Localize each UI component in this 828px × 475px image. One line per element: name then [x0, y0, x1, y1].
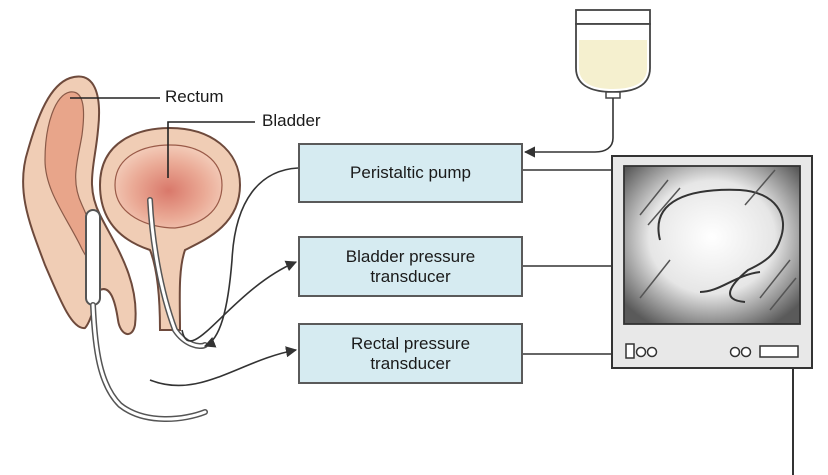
bladder-label: Bladder: [262, 111, 321, 130]
rectal-pressure-transducer-box: Rectal pressure transducer: [298, 323, 523, 384]
bladder-transducer-label-line1: Bladder pressure: [345, 246, 476, 266]
iv-bag-icon: [575, 9, 651, 99]
monitor-icon: [611, 155, 813, 475]
bladder-pressure-transducer-box: Bladder pressure transducer: [298, 236, 523, 297]
rectum-organ: [22, 75, 137, 335]
bladder-leader-line: [167, 121, 255, 178]
rectum-label: Rectum: [165, 87, 224, 106]
iv-line-to-pump: [523, 98, 614, 158]
bladder-transducer-label-line2: transducer: [370, 266, 451, 286]
bladder-catheter-to-transducer-line: [181, 260, 298, 342]
peristaltic-pump-label: Peristaltic pump: [350, 163, 471, 182]
peristaltic-pump-box: Peristaltic pump: [298, 143, 523, 203]
rectal-catheter-to-transducer-line: [149, 346, 298, 387]
pump-to-catheter-line: [203, 167, 299, 348]
bladder-organ: [98, 126, 242, 331]
rectal-transducer-label-line1: Rectal pressure: [350, 333, 471, 353]
rectal-catheter: [85, 209, 208, 422]
rectal-transducer-label-line2: transducer: [370, 353, 451, 373]
